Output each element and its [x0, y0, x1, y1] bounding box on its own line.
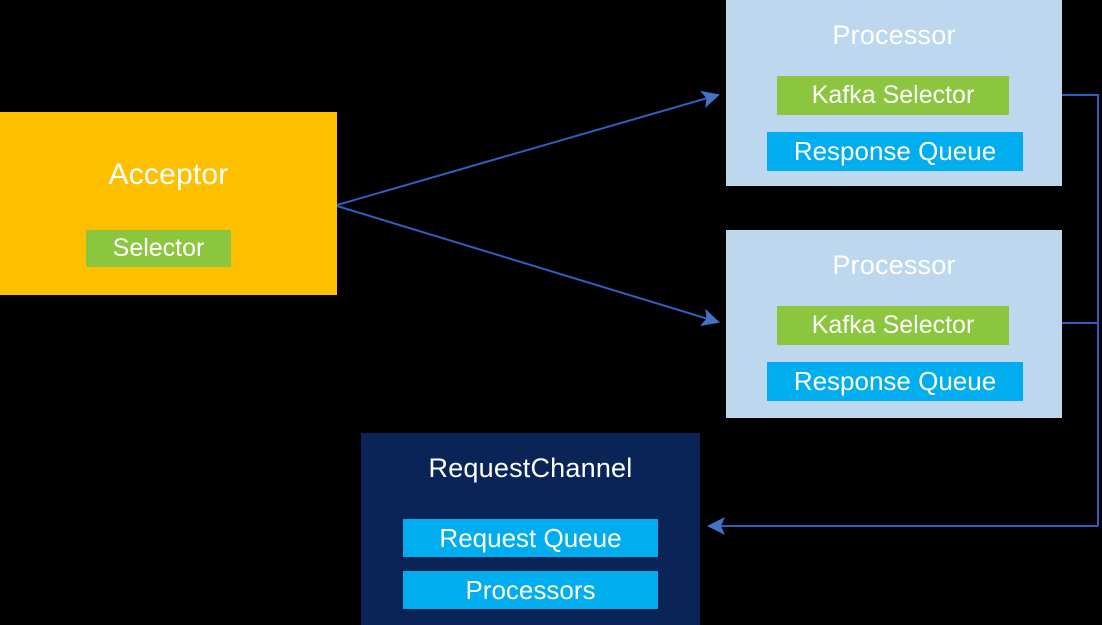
node-request-channel[interactable]: RequestChannel Request Queue Processors [361, 433, 700, 625]
request-queue-chip[interactable]: Request Queue [403, 519, 658, 557]
acceptor-title: Acceptor [108, 158, 229, 191]
processor-1-response-queue-chip[interactable]: Response Queue [767, 132, 1023, 171]
processor-2-kafka-selector-chip[interactable]: Kafka Selector [777, 306, 1009, 345]
connector-processor-1-to-rail [1062, 94, 1099, 526]
processor-2-response-queue-chip[interactable]: Response Queue [767, 362, 1023, 401]
processors-chip[interactable]: Processors [403, 571, 658, 609]
acceptor-selector-chip[interactable]: Selector [86, 230, 231, 267]
node-processor-2[interactable]: Processor Kafka Selector Response Queue [726, 230, 1062, 418]
connector-acceptor-to-processor-1 [336, 90, 720, 206]
node-processor-1[interactable]: Processor Kafka Selector Response Queue [726, 0, 1062, 186]
request-channel-title: RequestChannel [428, 453, 633, 483]
processor-1-title: Processor [832, 20, 956, 50]
processor-2-title: Processor [832, 250, 956, 280]
node-acceptor[interactable]: Acceptor [0, 112, 337, 295]
connector-acceptor-to-processor-2 [336, 205, 720, 326]
processor-1-kafka-selector-chip[interactable]: Kafka Selector [777, 76, 1009, 115]
